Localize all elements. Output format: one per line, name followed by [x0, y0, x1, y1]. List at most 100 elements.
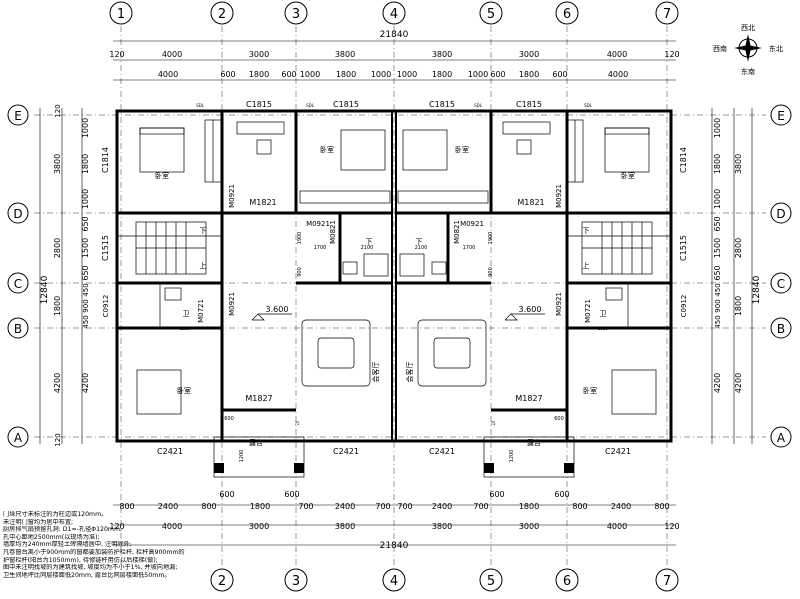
- dim-label: 600: [220, 70, 235, 79]
- dim-label: 4000: [162, 50, 182, 59]
- dim-label: 3800: [734, 154, 743, 174]
- axis-label: 4: [390, 7, 398, 22]
- dim-label: 1900: [297, 232, 303, 245]
- beds: [136, 127, 657, 415]
- axis-label: A: [14, 431, 23, 445]
- level-value: 3.600: [266, 305, 289, 314]
- dim-label: 900: [82, 299, 90, 312]
- bath-fixtures: [164, 253, 623, 301]
- dim-label: 120: [109, 522, 124, 531]
- room-label: 卧室: [455, 145, 469, 154]
- dim-label: 650: [81, 216, 90, 231]
- dim-label: 3000: [519, 50, 539, 59]
- dim-label: 120: [664, 50, 679, 59]
- note-line: 凡卷窗台离小于900mm的窗都要加装防护栏杆, 栏杆高900mm的: [3, 548, 185, 556]
- dim-label: 1900: [488, 232, 494, 245]
- axis-label: D: [13, 207, 22, 221]
- note-line: 图中未注明找坡的为建筑找坡, 坡度均为不小于1%, 并坡向地漏;: [3, 564, 178, 572]
- room-label: 露台: [249, 438, 263, 447]
- axis-label: C: [14, 277, 22, 291]
- dim-label: 4000: [607, 522, 627, 531]
- dim-label: 1800: [432, 70, 452, 79]
- small-tag: SDL: [474, 103, 483, 108]
- door-tag: M1821: [249, 198, 276, 207]
- dim-label: 600: [281, 70, 296, 79]
- dim-label: 1700: [463, 245, 476, 251]
- window-tag: C0912: [102, 295, 110, 318]
- axis-label: A: [777, 431, 786, 445]
- level-marks: 3.600 3.600: [251, 305, 545, 321]
- dim-label: 120: [54, 433, 62, 446]
- axis-label: 5: [487, 574, 495, 589]
- dim-label: 1800: [519, 70, 539, 79]
- dim-label: 1700: [314, 245, 327, 251]
- stair-label: 上: [583, 261, 590, 270]
- axis-label: E: [14, 109, 22, 123]
- dim-label: 650: [713, 216, 722, 231]
- sofa-sets: [301, 319, 487, 387]
- dim-label: 600: [490, 70, 505, 79]
- compass-label: 西南: [713, 44, 727, 53]
- dim-label: 600: [554, 416, 564, 422]
- axis-label: 7: [663, 7, 671, 22]
- room-label: 卧室: [583, 386, 597, 395]
- note-line: 卫生间地坪比同层楼面低20mm, 露台比同层楼面低50mm。: [3, 571, 171, 579]
- door-tag: M0821: [453, 220, 461, 244]
- axis-label: E: [777, 109, 785, 123]
- door-tag: M0721: [584, 299, 592, 323]
- dim-label: 4000: [162, 522, 182, 531]
- room-label: 卫: [600, 310, 607, 318]
- dim-label: 120: [664, 522, 679, 531]
- dim-label: 3800: [335, 50, 355, 59]
- dim-label: 3000: [249, 50, 269, 59]
- door-tag: M0921: [228, 184, 236, 208]
- dim-label: 2400: [432, 502, 452, 511]
- room-label: 卫: [183, 310, 190, 318]
- door-tag: M0921: [555, 292, 563, 316]
- axis-label: 2: [218, 574, 226, 589]
- dim-label: 3000: [249, 522, 269, 531]
- dim-label: 4200: [53, 373, 62, 393]
- window-tag: C1815: [333, 100, 359, 109]
- window-tag: C1815: [516, 100, 542, 109]
- compass: 西北 西南 东北 东南: [713, 24, 783, 76]
- dim-label: 900: [714, 299, 722, 312]
- stair-label: 下: [416, 238, 423, 246]
- dim-label: 1000: [713, 118, 722, 138]
- dim-label: 1200: [509, 450, 515, 463]
- door-labels: M0921 M0921 M0921 M0921 M0921 M0921 M082…: [197, 184, 592, 403]
- dim-label: 1200: [239, 450, 245, 463]
- dim-label: 4200: [81, 373, 90, 393]
- door-tag: M0821: [329, 220, 337, 244]
- axis-label: 7: [663, 574, 671, 589]
- dim-label: 1000: [397, 70, 417, 79]
- dim-total-height: 12840: [40, 275, 50, 304]
- note-line: 未注明门窗均为居中布置;: [3, 518, 74, 526]
- window-tag: C2421: [429, 447, 455, 456]
- axis-label: 2: [218, 7, 226, 22]
- dim-label: 1800: [250, 502, 270, 511]
- room-label: 卧室: [155, 171, 169, 180]
- room-label: 卧室: [177, 386, 191, 395]
- dim-label: 2800: [53, 238, 62, 258]
- dim-label: 1320: [598, 326, 609, 331]
- dim-label: 650: [713, 265, 722, 280]
- window-labels: C1815 C1815 C1815 C1815 C1814 C1814 C151…: [101, 100, 688, 456]
- compass-label: 东南: [741, 67, 755, 76]
- window-tag: C2421: [333, 447, 359, 456]
- dim-label: 1000: [81, 189, 90, 209]
- dim-label: 1000: [371, 70, 391, 79]
- door-tag: M1827: [245, 394, 272, 403]
- dim-label: 3800: [53, 154, 62, 174]
- axis-label: B: [777, 322, 785, 336]
- room-label: 露台: [527, 438, 541, 447]
- dim-label: 4000: [608, 70, 628, 79]
- dim-label: 75: [294, 421, 300, 426]
- dim-label: 800: [201, 502, 216, 511]
- dim-label: 1320: [180, 326, 191, 331]
- note-line: 孔中心距地2500mm(以现场为准);: [3, 533, 100, 541]
- compass-label: 东北: [769, 44, 783, 53]
- dim-label: 1000: [300, 70, 320, 79]
- dim-label: 700: [298, 502, 313, 511]
